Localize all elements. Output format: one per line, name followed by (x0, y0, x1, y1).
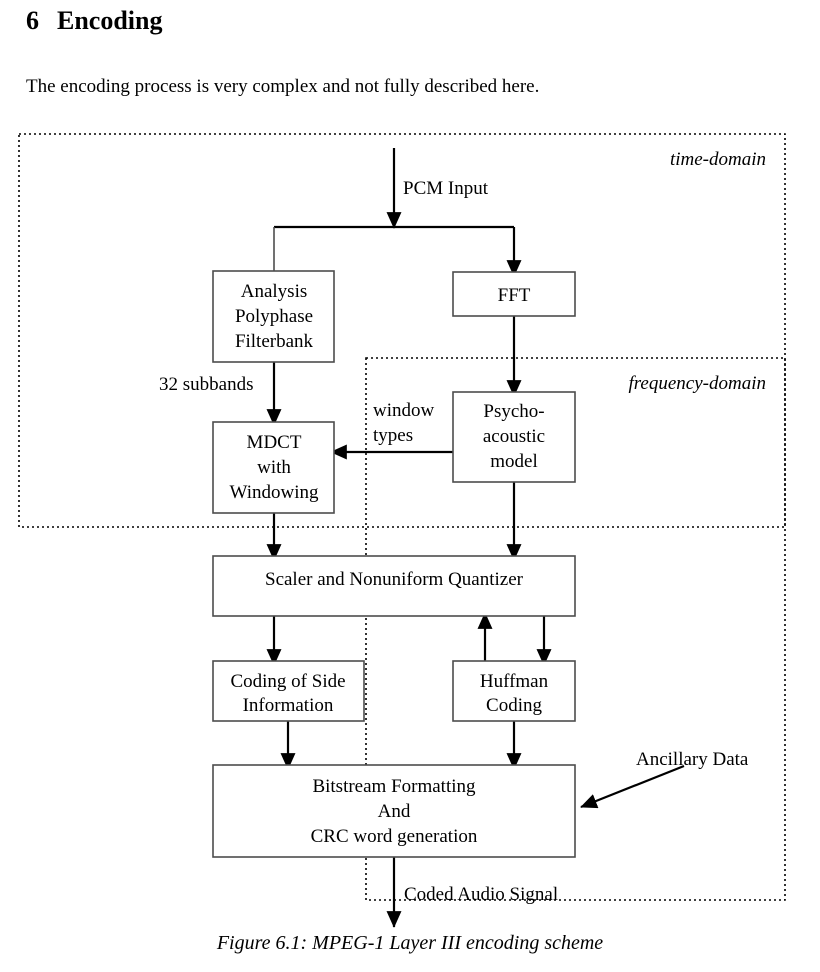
box-label-analysis-polyphase-filterbank-line2: Polyphase (235, 306, 313, 327)
box-label-psychoacoustic-line1: Psycho- (483, 401, 544, 422)
box-bitstream-formatting[interactable] (212, 764, 576, 858)
section-number: 6 (26, 6, 39, 35)
box-label-scaler-and-nonuniform-quantizer: Scaler and Nonuniform Quantizer (265, 569, 524, 590)
box-label-mdct-line3: Windowing (230, 482, 319, 503)
box-psychoacoustic-model[interactable] (452, 391, 576, 483)
edge-label-32-subbands: 32 subbands (159, 374, 253, 395)
box-label-mdct-line1: MDCT (247, 432, 302, 453)
box-fft[interactable] (452, 271, 576, 317)
edge-label-coded-audio-signal: Coded Audio Signal (404, 884, 558, 905)
time-domain-label: time-domain (670, 149, 766, 170)
frequency-domain-region (365, 357, 786, 901)
frequency-domain-label: frequency-domain (628, 373, 766, 394)
edge-label-window-types-line1: window (373, 400, 435, 421)
box-label-huffman-line1: Huffman (480, 671, 549, 692)
section-title: Encoding (57, 6, 163, 35)
page-title: 6 Encoding (26, 6, 163, 36)
edge-label-window-types-line2: types (373, 425, 413, 446)
box-label-side-info-line1: Coding of Side (230, 671, 345, 692)
box-label-bitstream-line1: Bitstream Formatting (312, 776, 476, 797)
edge-label-pcm-input: PCM Input (403, 178, 489, 199)
box-label-fft: FFT (498, 285, 531, 306)
box-label-side-info-line2: Information (243, 695, 334, 716)
box-label-analysis-polyphase-filterbank-line1: Analysis (241, 281, 308, 302)
box-label-psychoacoustic-line3: model (490, 451, 538, 472)
box-label-bitstream-line3: CRC word generation (311, 826, 478, 847)
box-label-analysis-polyphase-filterbank-line3: Filterbank (235, 331, 314, 352)
intro-paragraph: The encoding process is very complex and… (26, 76, 540, 97)
edge-label-ancillary-data: Ancillary Data (636, 749, 749, 770)
box-label-bitstream-line2: And (378, 801, 411, 822)
connector-ancillary-data-to-bitstream (580, 764, 685, 809)
figure-caption: Figure 6.1: MPEG-1 Layer III encoding sc… (216, 932, 604, 954)
box-analysis-polyphase-filterbank[interactable] (212, 270, 335, 363)
time-domain-region (18, 133, 786, 528)
box-label-psychoacoustic-line2: acoustic (483, 426, 545, 447)
box-huffman-coding[interactable] (452, 660, 576, 722)
box-scaler-and-nonuniform-quantizer[interactable] (212, 555, 576, 617)
encoding-flow-diagram: time-domain frequency-domain (18, 133, 786, 928)
box-coding-of-side-information[interactable] (212, 660, 365, 722)
box-label-huffman-line2: Coding (486, 695, 542, 716)
box-mdct-with-windowing[interactable] (212, 421, 335, 514)
box-label-mdct-line2: with (257, 457, 291, 478)
